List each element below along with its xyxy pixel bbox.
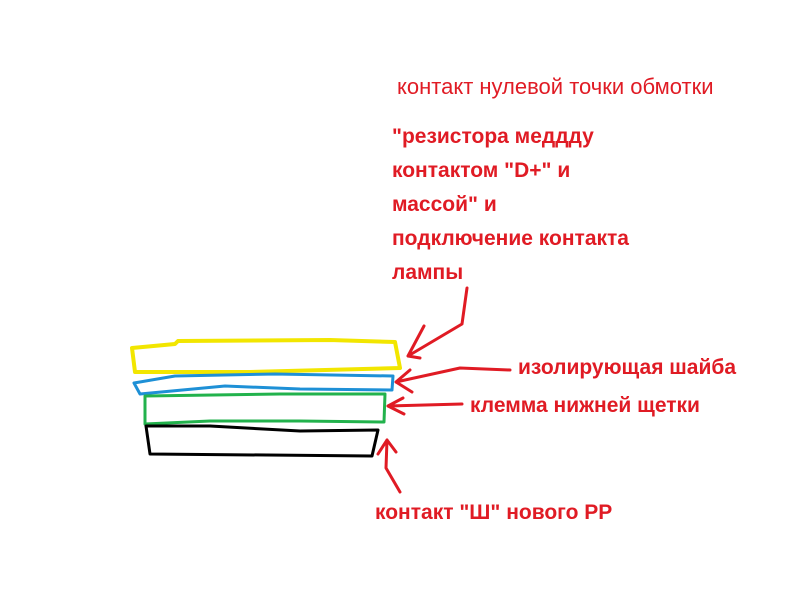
label-lower-brush-terminal: клемма нижней щетки: [470, 394, 700, 417]
label-resistor-line-4: подключение контакта: [392, 227, 629, 250]
arrow-to-black-plate: [376, 438, 402, 494]
label-winding-zero-point: контакт нулевой точки обмотки: [397, 74, 714, 99]
label-resistor-line-2: контактом "D+" и: [392, 159, 571, 182]
black-plate: [144, 424, 380, 458]
green-plate: [143, 392, 387, 426]
label-resistor-block: "резистора меддду контактом "D+" и массо…: [392, 120, 629, 290]
label-resistor-line-3: массой" и: [392, 193, 497, 216]
blue-plate: [132, 372, 395, 396]
arrow-to-blue-plate: [394, 366, 512, 394]
label-new-rr-contact: контакт "Ш" нового РР: [375, 501, 613, 524]
yellow-plate: [130, 338, 402, 374]
label-insulating-washer: изолирующая шайба: [518, 356, 737, 379]
label-resistor-line-5: лампы: [392, 261, 464, 284]
arrow-to-green-plate: [386, 396, 464, 416]
label-resistor-line-1: "резистора меддду: [392, 125, 594, 148]
arrow-resistor-to-yellow-plate: [406, 286, 469, 360]
